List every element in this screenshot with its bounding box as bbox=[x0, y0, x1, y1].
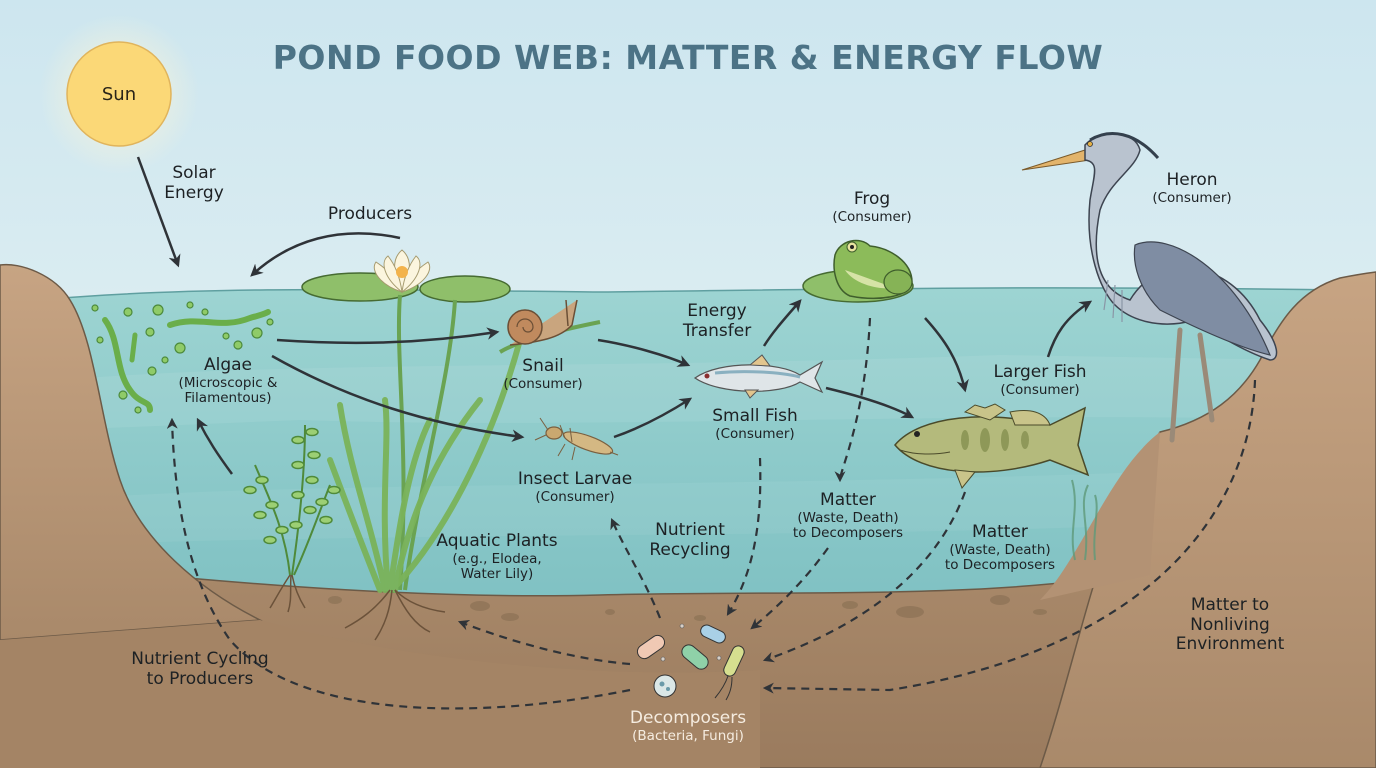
snail-label: Snail (Consumer) bbox=[503, 356, 583, 392]
arrow-largerfish-to-heron bbox=[1046, 300, 1093, 358]
arrow-sun-to-water bbox=[136, 156, 181, 268]
matter-nonliving-label: Matter to Nonliving Environment bbox=[1175, 595, 1285, 655]
arrow-algae-to-larvae bbox=[271, 354, 525, 442]
algae-icon bbox=[91, 301, 274, 414]
arrow-frog-to-largerfish bbox=[924, 317, 969, 393]
arrow-frog-matter-down bbox=[750, 547, 829, 630]
page-title: POND FOOD WEB: MATTER & ENERGY FLOW bbox=[272, 38, 1104, 77]
nutrient-cycling-label: Nutrient Cycling to Producers bbox=[131, 649, 269, 689]
arrow-larvae-to-smallfish bbox=[613, 397, 693, 439]
sun-icon bbox=[39, 14, 199, 174]
decomposers-label: Decomposers (Bacteria, Fungi) bbox=[629, 708, 747, 744]
larger-fish-icon bbox=[894, 403, 1090, 489]
algae-label: Algae (Microscopic & Filamentous) bbox=[178, 355, 278, 407]
nutrient-recycling-label: Nutrient Recycling bbox=[649, 520, 731, 560]
energy-arrows bbox=[136, 156, 1093, 475]
elodea-icon bbox=[243, 424, 341, 576]
arrow-heron-to-decomposers bbox=[762, 379, 1257, 694]
pebbles bbox=[328, 595, 1047, 621]
matter-to-decomposers-label-1: Matter (Waste, Death) to Decomposers bbox=[792, 490, 904, 542]
arrow-smallfish-to-largerfish bbox=[825, 386, 915, 419]
arrow-smallfish-to-frog bbox=[762, 299, 802, 347]
insect-larvae-icon bbox=[534, 417, 619, 461]
sun-label: Sun bbox=[101, 84, 137, 105]
water-weed-icon bbox=[1071, 479, 1098, 561]
matter-to-decomposers-label-2: Matter (Waste, Death) to Decomposers bbox=[944, 522, 1056, 574]
heron-icon bbox=[1021, 132, 1278, 443]
small-fish-label: Small Fish (Consumer) bbox=[712, 406, 798, 442]
arrow-smallfish-to-decomposers bbox=[726, 457, 762, 616]
solar-energy-label: Solar Energy bbox=[164, 163, 224, 203]
heron-label: Heron (Consumer) bbox=[1152, 170, 1232, 206]
arrow-frog-to-decomposers bbox=[834, 317, 872, 483]
small-fish-icon bbox=[693, 354, 824, 399]
arrow-nutrient-to-algae bbox=[166, 417, 631, 710]
arrow-plants-to-algae bbox=[196, 417, 234, 475]
plant-roots bbox=[269, 574, 446, 641]
arrow-algae-to-snail bbox=[276, 327, 500, 345]
decomposers-icon bbox=[636, 623, 745, 701]
eelgrass-icon bbox=[327, 337, 523, 593]
energy-transfer-label: Energy Transfer bbox=[682, 301, 752, 341]
larger-fish-label: Larger Fish (Consumer) bbox=[993, 362, 1087, 398]
insect-larvae-label: Insect Larvae (Consumer) bbox=[517, 469, 633, 505]
frog-icon bbox=[802, 239, 914, 303]
water-lily-icon bbox=[301, 249, 511, 591]
snail-icon bbox=[498, 299, 601, 354]
arrow-largerfish-to-decomposers bbox=[762, 491, 967, 663]
producers-label: Producers bbox=[327, 204, 413, 224]
frog-label: Frog (Consumer) bbox=[832, 189, 912, 225]
arrow-nutrient-recycling bbox=[610, 517, 662, 619]
matter-arrows bbox=[166, 317, 1257, 710]
arrow-snail-to-smallfish bbox=[597, 338, 691, 367]
arrow-producers bbox=[250, 232, 401, 277]
left-bank bbox=[0, 263, 263, 641]
arrow-decomposers-to-plants bbox=[457, 620, 631, 666]
aquatic-plants-label: Aquatic Plants (e.g., Elodea, Water Lily… bbox=[436, 531, 558, 583]
